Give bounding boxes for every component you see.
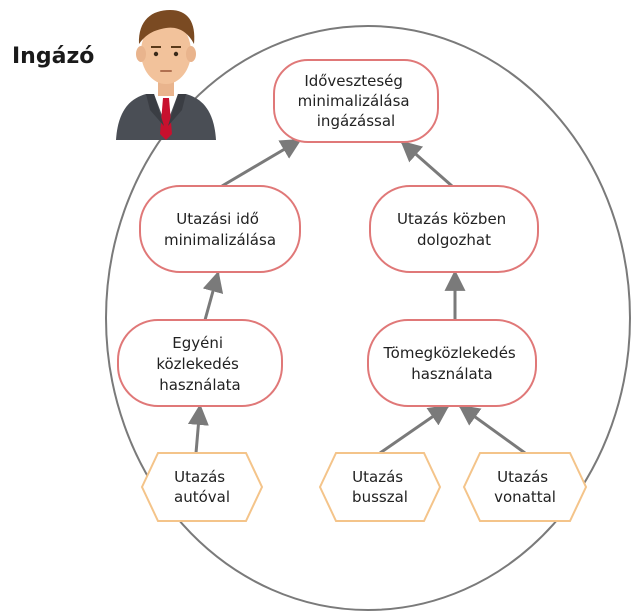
link-left-mid-to-top xyxy=(221,138,302,188)
task-shape xyxy=(140,452,264,522)
link-bus-to-right-low xyxy=(379,404,450,455)
task-train[interactable]: Utazás vonattal xyxy=(462,452,588,522)
svg-text:Egyéni közlekedés: Egyéni közlekedés használata xyxy=(156,334,243,394)
goal-right-low[interactable]: Tömegközlekedés használata xyxy=(367,319,537,407)
svg-text:Utazás busszal: Utazás busszal xyxy=(352,468,408,506)
task-car[interactable]: Utazás autóval xyxy=(140,452,264,522)
svg-text:Tömegközlekedés használa: Tömegközlekedés használata xyxy=(382,344,520,383)
task-label-line: vonattal xyxy=(494,488,556,506)
svg-text:Utazási idő minimalizálá: Utazási idő minimalizálása xyxy=(164,210,276,249)
svg-text:Utazás autóval: Utazás autóval xyxy=(174,468,230,506)
svg-text:Időveszteség minimalizál: Időveszteség minimalizálása ingázással xyxy=(298,72,415,130)
goal-label-line: Utazás közben xyxy=(397,210,506,228)
link-right-mid-to-top xyxy=(400,140,453,188)
goal-label-line: ingázással xyxy=(317,112,395,130)
goal-label-line: minimalizálása xyxy=(164,231,276,249)
actor-boundary xyxy=(105,25,631,611)
goal-shape xyxy=(369,185,539,273)
task-label-line: Utazás xyxy=(497,468,548,486)
actor-name: Ingázó xyxy=(12,44,95,69)
businessman-avatar-icon xyxy=(116,10,216,140)
task-shape xyxy=(462,452,588,522)
goal-left-mid[interactable]: Utazási idő minimalizálása xyxy=(139,185,301,273)
goal-label-line: dolgozhat xyxy=(417,231,491,249)
goal-label-line: használata xyxy=(159,376,241,394)
task-label-line: Utazás xyxy=(174,468,225,486)
link-left-low-to-left-mid xyxy=(202,270,224,321)
svg-text:Utazás vonattal: Utazás vonattal xyxy=(494,468,556,506)
goal-label-line: használata xyxy=(411,365,493,383)
goal-label-line: közlekedés xyxy=(156,355,239,373)
link-car-to-left-low xyxy=(187,403,209,454)
link-train-to-right-low xyxy=(458,404,526,455)
goal-shape xyxy=(139,185,301,273)
links xyxy=(187,138,526,455)
goal-label-line: Utazási idő xyxy=(176,210,259,228)
goal-left-low[interactable]: Egyéni közlekedés használata xyxy=(117,319,283,407)
task-label-line: autóval xyxy=(174,488,230,506)
goal-shape xyxy=(367,319,537,407)
goal-right-mid[interactable]: Utazás közben dolgozhat xyxy=(369,185,539,273)
svg-text:Utazás közben dolgozhat: Utazás közben dolgozhat xyxy=(397,210,511,249)
goal-shape xyxy=(273,59,439,143)
goal-label-line: Tömegközlekedés xyxy=(382,344,515,362)
goal-top[interactable]: Időveszteség minimalizálása ingázással xyxy=(273,59,439,143)
goal-label-line: Időveszteség xyxy=(304,72,403,90)
task-shape xyxy=(318,452,442,522)
goal-label-line: Egyéni xyxy=(172,334,223,352)
task-label-line: Utazás xyxy=(352,468,403,486)
task-label-line: busszal xyxy=(352,488,408,506)
goal-shape xyxy=(117,319,283,407)
task-bus[interactable]: Utazás busszal xyxy=(318,452,442,522)
goal-label-line: minimalizálása xyxy=(298,92,410,110)
